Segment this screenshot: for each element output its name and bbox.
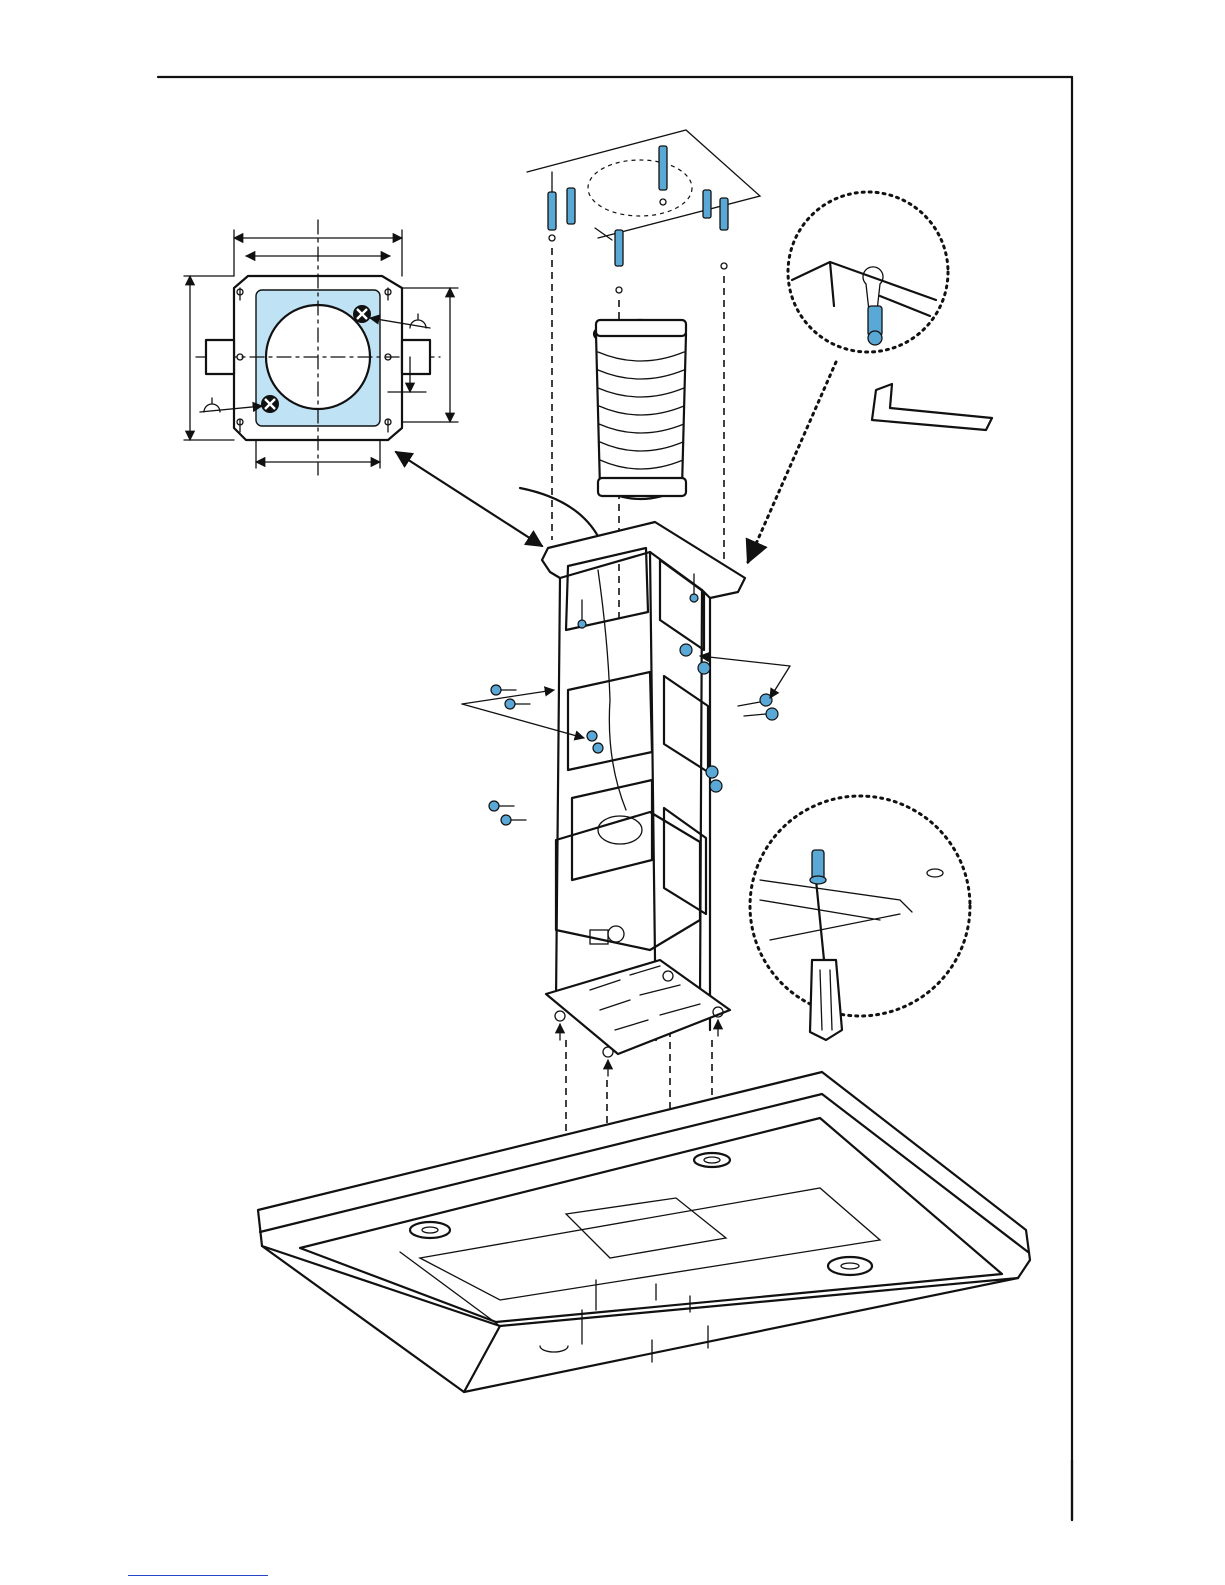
screw-icon	[491, 685, 516, 695]
detail-keyhole	[748, 192, 948, 562]
flexible-duct	[520, 320, 686, 540]
wall-plugs	[548, 146, 728, 293]
mounting-plate-template	[184, 220, 458, 475]
plug-icon	[548, 172, 556, 230]
arrow-icon	[396, 452, 542, 546]
screw-icon	[593, 743, 603, 753]
detail-screwdriver	[750, 796, 970, 1040]
arrow-icon	[748, 362, 836, 562]
chimney-frame	[542, 522, 745, 1076]
plug-icon	[659, 146, 667, 190]
screw-icon	[710, 780, 722, 792]
screw-position-icon	[353, 305, 371, 323]
plug-icon	[703, 190, 711, 218]
screw-icon	[706, 766, 718, 778]
screw-position-icon	[261, 395, 279, 413]
hood-canopy	[258, 1072, 1030, 1392]
screw-icon	[578, 600, 586, 628]
screw-icon	[587, 731, 597, 741]
plug-icon	[720, 198, 728, 230]
screw-icon	[505, 699, 530, 709]
screw-icon	[698, 662, 710, 674]
screw-icon	[744, 708, 778, 720]
screw-icon	[501, 815, 526, 825]
plug-icon	[567, 188, 575, 224]
plug-icon	[615, 230, 623, 266]
screw-icon	[489, 801, 514, 811]
screw-icon	[738, 694, 772, 706]
screw-icon	[680, 644, 692, 656]
footer-link-underline[interactable]	[128, 1575, 268, 1576]
screws	[462, 574, 790, 825]
hex-key-icon	[872, 384, 992, 430]
screwdriver-icon	[810, 880, 842, 1040]
